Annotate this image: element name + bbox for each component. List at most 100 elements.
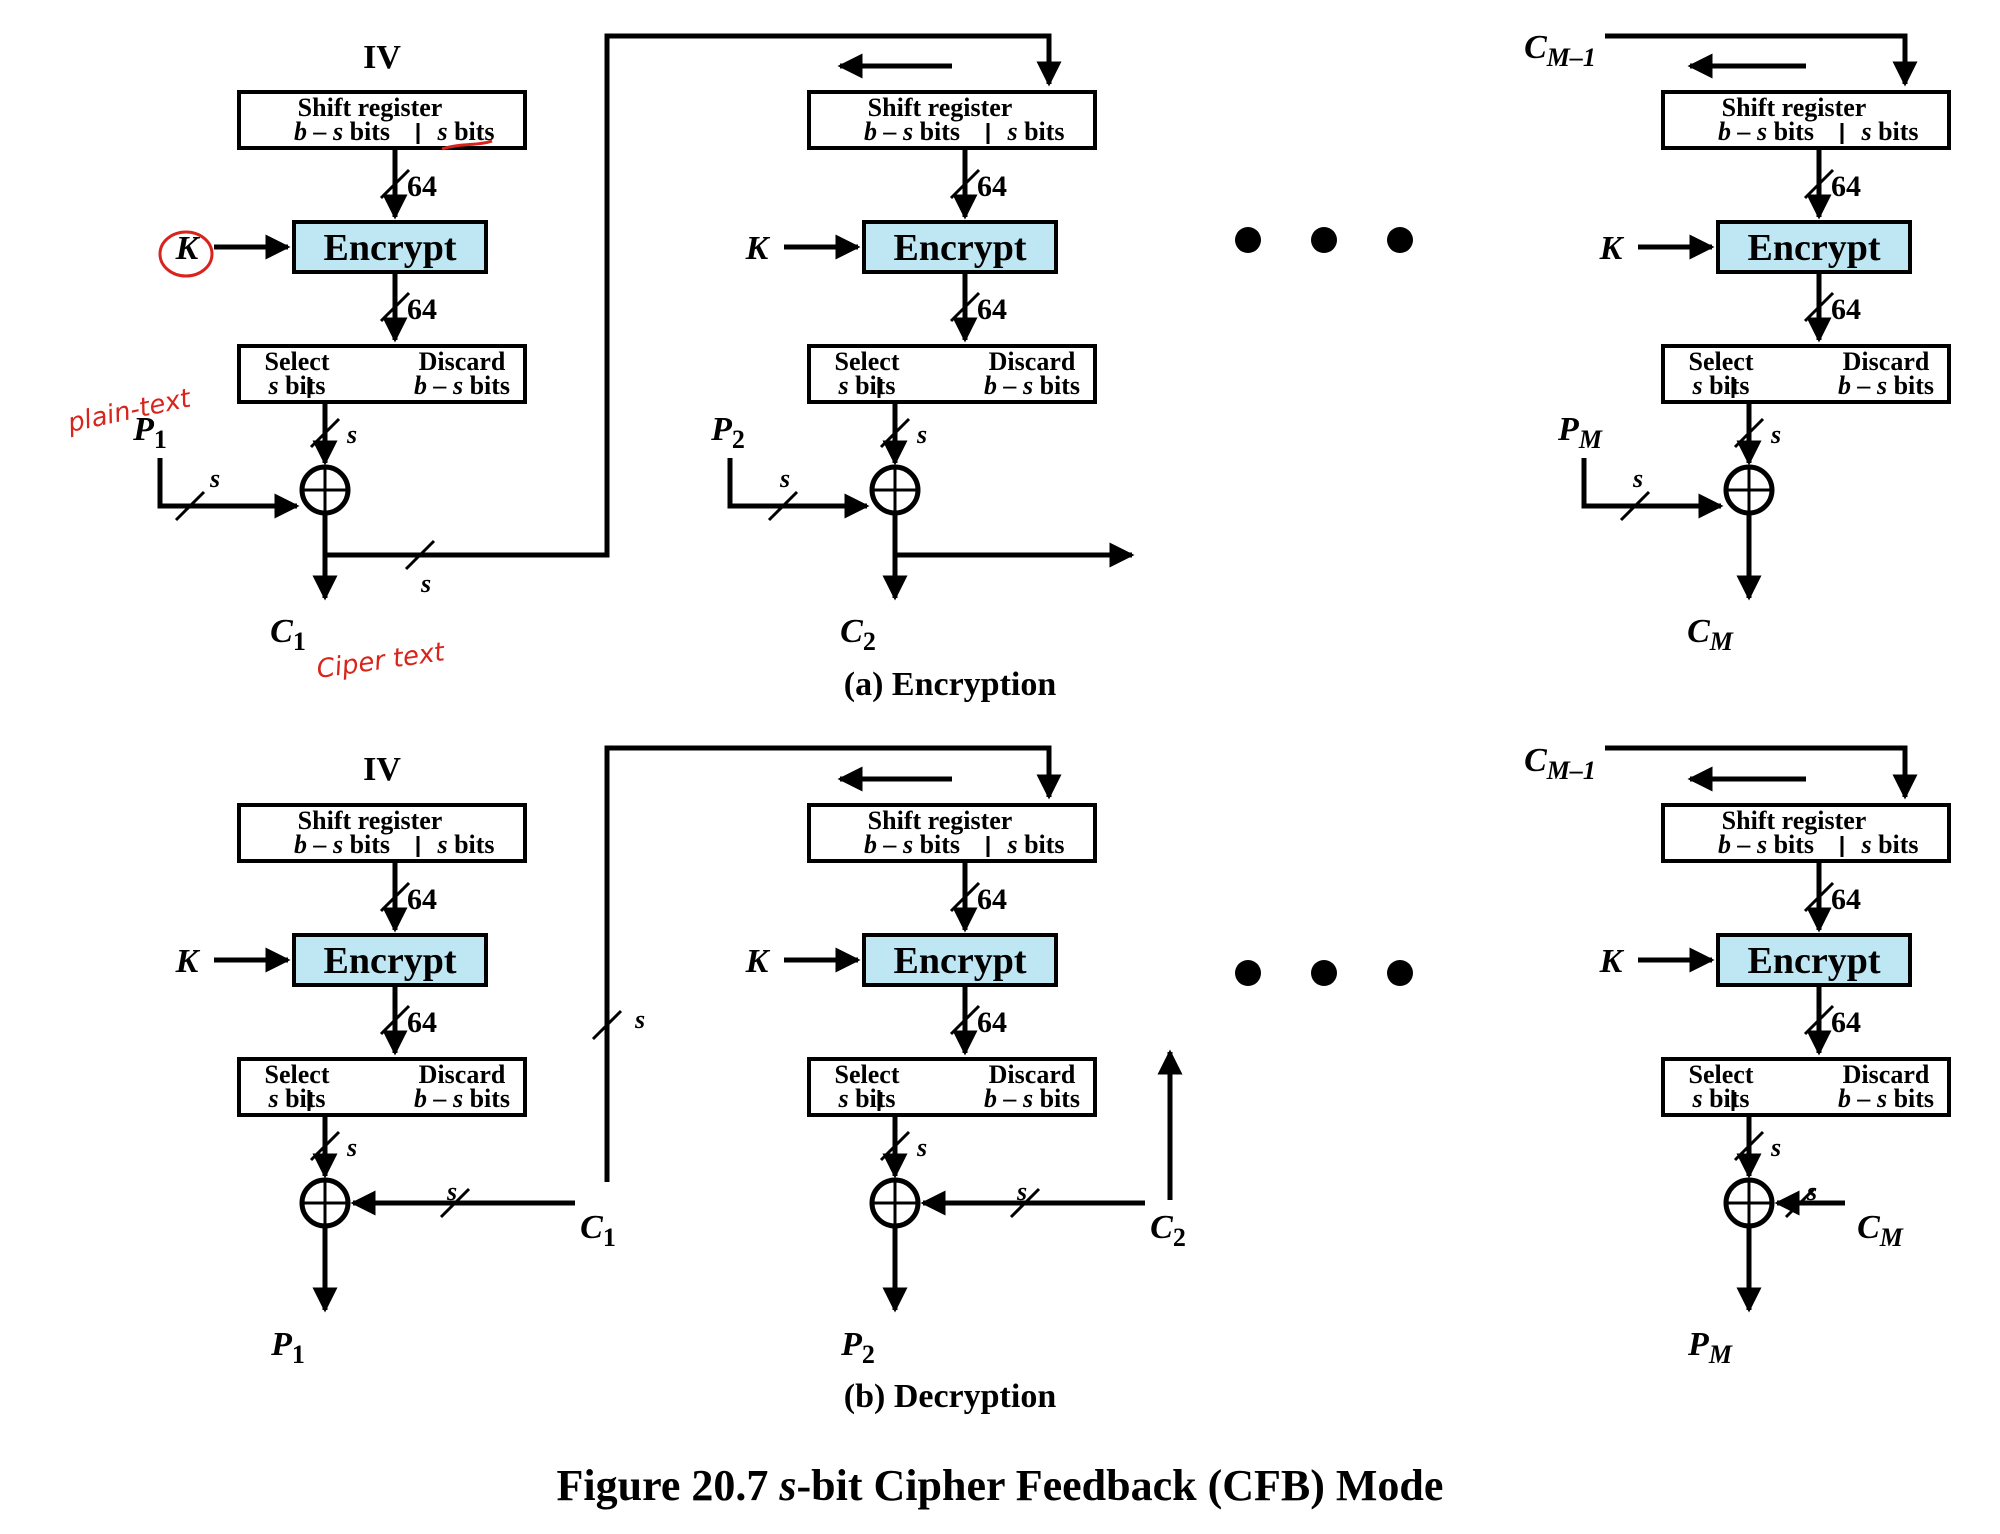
shift-register-box xyxy=(237,90,527,150)
discard-label: Discard xyxy=(419,1060,506,1089)
select-discard-box xyxy=(1661,344,1951,404)
bus-slash xyxy=(949,291,981,323)
encrypt-box xyxy=(292,933,488,987)
encrypt-box xyxy=(862,220,1058,274)
cm-label-dec: CM xyxy=(1857,1209,1904,1252)
shift-register-box xyxy=(1661,90,1951,150)
s-label: s xyxy=(420,569,431,598)
shift-register-label: Shift register xyxy=(298,93,443,122)
key-label: K xyxy=(745,943,771,980)
s-label: s xyxy=(634,1005,645,1034)
shift-register-box xyxy=(807,90,1097,150)
select-bits: s bits xyxy=(837,1084,895,1113)
discard-label: Discard xyxy=(989,1060,1076,1089)
shift-register-box xyxy=(237,803,527,863)
discard-bits: b – s bits xyxy=(414,1084,510,1113)
s-label: s xyxy=(916,420,927,449)
select-bits: s bits xyxy=(837,371,895,400)
p1-label-enc: P1 xyxy=(132,411,167,454)
bus-slash xyxy=(1619,490,1651,522)
underline-annotation xyxy=(441,139,493,151)
select-label: Select xyxy=(265,1060,330,1089)
c1-label-dec: C1 xyxy=(580,1209,616,1252)
s-label: s xyxy=(346,1133,357,1162)
key-label: K xyxy=(1599,943,1625,980)
encrypt-label: Encrypt xyxy=(1748,940,1881,982)
feedback-c-m-minus-1-dec xyxy=(1605,745,1918,800)
p2-label-dec: P2 xyxy=(840,1326,875,1369)
s-label: s xyxy=(209,464,220,493)
encrypt-box xyxy=(292,220,488,274)
select-bits: s bits xyxy=(1691,1084,1749,1113)
ellipsis-dot xyxy=(1235,960,1261,986)
bus-slash xyxy=(309,1130,341,1162)
bus-slash xyxy=(1803,881,1835,913)
select-discard-box xyxy=(1661,1057,1951,1117)
feedback-c1-dec xyxy=(604,745,1062,1182)
iv-label-dec: IV xyxy=(363,751,401,788)
bus-slash xyxy=(404,539,436,571)
ellipsis-dot xyxy=(1235,227,1261,253)
bus-slash xyxy=(591,1009,623,1041)
plaintext-2-arrow xyxy=(727,458,870,519)
iv-label-enc: IV xyxy=(363,39,401,76)
shift-register-left-bits: b – s bits xyxy=(1718,117,1814,146)
select-label: Select xyxy=(265,347,330,376)
encrypt-label: Encrypt xyxy=(1748,227,1881,269)
bus-width-label: 64 xyxy=(977,293,1007,326)
s-label: s xyxy=(1770,1133,1781,1162)
p1-label-dec: P1 xyxy=(270,1326,305,1369)
s-label: s xyxy=(1806,1177,1817,1206)
bus-slash xyxy=(1784,1187,1816,1219)
shift-register-right-bits: s bits xyxy=(1006,830,1064,859)
bus-slash xyxy=(1803,168,1835,200)
bus-slash xyxy=(1733,1130,1765,1162)
bus-width-label: 64 xyxy=(407,883,437,916)
c-m-minus-1-label-enc: CM–1 xyxy=(1524,29,1596,72)
shift-register-box xyxy=(807,803,1097,863)
encrypt-box xyxy=(1716,220,1912,274)
figure-title: Figure 20.7 s-bit Cipher Feedback (CFB) … xyxy=(557,1461,1444,1510)
bus-slash xyxy=(309,417,341,449)
p2-label-enc: P2 xyxy=(710,411,745,454)
discard-label: Discard xyxy=(1843,347,1930,376)
shift-register-label: Shift register xyxy=(868,806,1013,835)
bus-slash xyxy=(379,168,411,200)
encrypt-label: Encrypt xyxy=(324,940,457,982)
shift-register-right-bits: s bits xyxy=(1006,117,1064,146)
bus-slash xyxy=(949,168,981,200)
select-label: Select xyxy=(1689,1060,1754,1089)
shift-register-right-bits: s bits xyxy=(436,830,494,859)
s-label: s xyxy=(1770,420,1781,449)
discard-bits: b – s bits xyxy=(984,371,1080,400)
encrypt-label: Encrypt xyxy=(894,940,1027,982)
shift-register-label: Shift register xyxy=(868,93,1013,122)
bus-slash xyxy=(949,881,981,913)
ellipsis-dot xyxy=(1311,960,1337,986)
bus-width-label: 64 xyxy=(977,170,1007,203)
plaintext-annotation: plain-text xyxy=(64,383,194,439)
bus-width-label: 64 xyxy=(407,1006,437,1039)
bus-slash xyxy=(379,1004,411,1036)
s-label: s xyxy=(346,420,357,449)
discard-bits: b – s bits xyxy=(414,371,510,400)
discard-bits: b – s bits xyxy=(984,1084,1080,1113)
c2-label-enc: C2 xyxy=(840,613,876,656)
cm-label-enc: CM xyxy=(1687,613,1734,656)
select-bits: s bits xyxy=(267,1084,325,1113)
key-label: K xyxy=(175,943,201,980)
shift-register-box xyxy=(1661,803,1951,863)
bus-width-label: 64 xyxy=(977,883,1007,916)
shift-register-left-bits: b – s bits xyxy=(294,117,390,146)
encrypt-box xyxy=(862,933,1058,987)
bus-width-label: 64 xyxy=(1831,293,1861,326)
ellipsis-dot xyxy=(1387,227,1413,253)
pm-label-dec: PM xyxy=(1687,1326,1733,1369)
feedback-c-m-minus-1 xyxy=(1605,33,1918,87)
select-discard-box xyxy=(807,1057,1097,1117)
bus-slash xyxy=(1009,1187,1041,1219)
